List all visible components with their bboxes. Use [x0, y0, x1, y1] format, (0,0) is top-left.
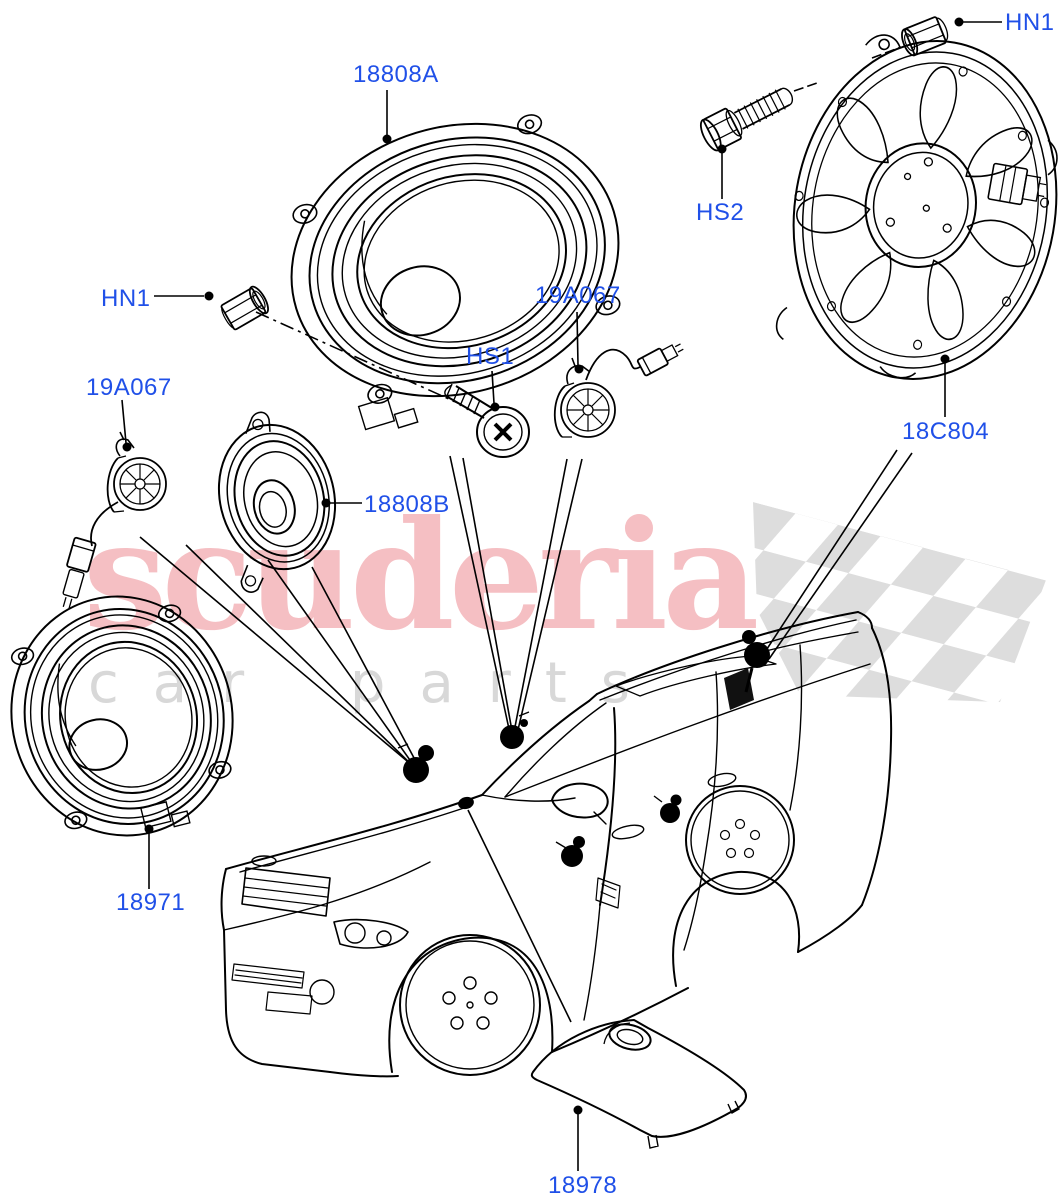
- subwoofer-cover-art: [530, 1018, 747, 1149]
- door-speaker-mid-art: [217, 411, 337, 593]
- callout-19a067-centre: 19A067: [535, 282, 621, 309]
- watermark-subtitle: car parts: [88, 651, 664, 716]
- callout-19a067-left: 19A067: [86, 374, 172, 401]
- watermark-title: scuderia: [83, 488, 756, 664]
- callout-hn1-right: HN1: [1005, 9, 1055, 36]
- leader-lines: [121, 21, 1002, 1171]
- callout-18971: 18971: [116, 889, 186, 916]
- subwoofer-nut-art: [901, 16, 949, 57]
- callout-18c804: 18C804: [902, 418, 990, 445]
- subwoofer-bolt-art: [699, 87, 794, 152]
- fixing-nut-left-art: [220, 285, 269, 331]
- callout-18808b: 18808B: [364, 491, 450, 518]
- callout-18808a: 18808A: [353, 61, 439, 88]
- door-speaker-large-art: [10, 595, 234, 837]
- car-illustration: [220, 611, 893, 1078]
- assembly-axis-lines: [255, 46, 902, 405]
- checkered-flag-watermark: [753, 502, 1046, 702]
- callout-18978: 18978: [548, 1172, 618, 1199]
- callout-hn1-left: HN1: [101, 285, 151, 312]
- watermark-text: scuderia car parts: [83, 488, 762, 716]
- tweeter-screw-art: [444, 383, 530, 458]
- subwoofer-speaker-art: [775, 34, 1058, 380]
- callout-hs1: HS1: [466, 343, 515, 370]
- tweeter-left-art: [62, 431, 167, 609]
- tweeter-centre-art: [553, 343, 684, 438]
- callout-hs2: HS2: [696, 199, 745, 226]
- front-door-speaker-art: [290, 114, 621, 431]
